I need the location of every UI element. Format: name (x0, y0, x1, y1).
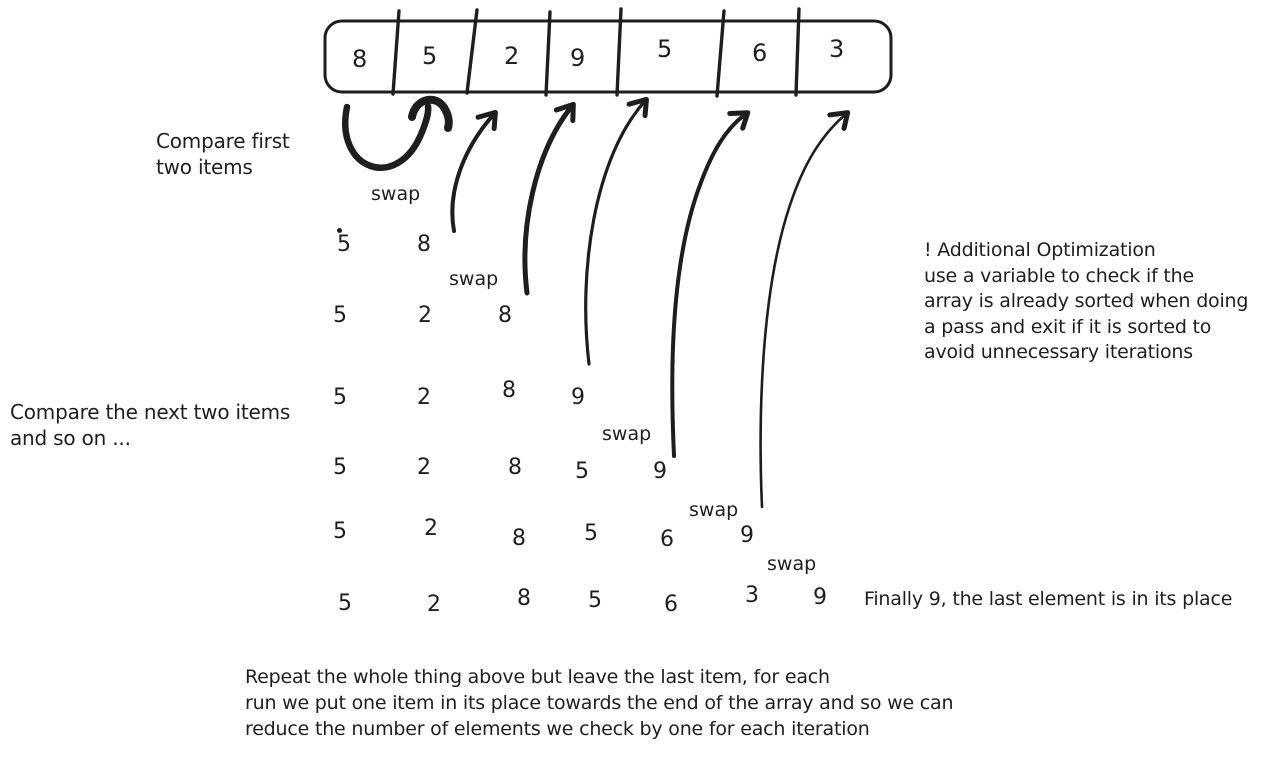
step-number: 8 (502, 378, 516, 403)
array-cell: 2 (504, 42, 520, 70)
array-cell: 8 (352, 45, 368, 73)
step-number: 6 (660, 527, 674, 552)
bubble-up-arrow-3 (522, 101, 576, 296)
step-number: 5 (333, 385, 347, 410)
step-number: 5 (338, 591, 352, 616)
step-number: 2 (424, 516, 438, 541)
step-number: 5 (333, 303, 347, 328)
array-cell-divider (794, 7, 801, 97)
array-cell-divider (715, 9, 726, 98)
step-number: 8 (508, 455, 522, 480)
array-cell-divider (615, 7, 623, 97)
step-number: 5 (575, 459, 589, 484)
step-number: 5 (584, 521, 598, 546)
swap-label: swap (449, 268, 499, 290)
ink-dot (337, 228, 342, 233)
repeat-note: Repeat the whole thing above but leave t… (245, 666, 954, 740)
array-cell: 6 (752, 39, 768, 67)
step-number: 2 (417, 455, 431, 480)
step-number: 2 (417, 385, 431, 410)
array-cell-divider (465, 8, 479, 95)
step-number: 8 (417, 232, 431, 257)
step-number: 9 (571, 385, 585, 410)
compare-next-note: Compare the next two items and so on ... (10, 400, 291, 450)
array-box (323, 19, 893, 94)
step-number: 9 (740, 523, 754, 548)
bubble-up-arrow-2 (450, 109, 498, 233)
swap-label: swap (602, 423, 652, 445)
swap-loop-arrow (342, 95, 453, 171)
step-number: 5 (588, 588, 602, 613)
step-number: 2 (418, 303, 432, 328)
step-number: 6 (664, 592, 678, 617)
swap-label: swap (371, 183, 421, 205)
swap-label: swap (767, 553, 817, 575)
bubble-up-arrow-6 (759, 110, 851, 509)
compare-first-note: Compare first two items (156, 129, 290, 179)
step-number: 5 (333, 519, 347, 544)
array-cell: 9 (570, 44, 586, 72)
array-cell: 3 (829, 35, 845, 63)
bubble-up-arrow-4 (584, 96, 649, 366)
step-number: 8 (517, 586, 531, 611)
array-cell: 5 (657, 35, 673, 63)
step-number: 5 (333, 455, 347, 480)
step-number: 9 (813, 585, 827, 610)
step-number: 2 (427, 592, 441, 617)
array-cell-divider (544, 10, 552, 97)
array-cell-divider (391, 9, 401, 96)
step-number: 3 (745, 583, 759, 608)
step-number: 8 (512, 526, 526, 551)
optimization-note: ! Additional Optimization use a variable… (924, 239, 1249, 363)
step-number: 9 (653, 459, 667, 484)
step-number: 5 (337, 232, 351, 257)
bubble-up-arrow-5 (670, 110, 751, 458)
array-cell: 5 (422, 42, 438, 70)
step-number: 8 (498, 303, 512, 328)
finally-note: Finally 9, the last element is in its pl… (864, 588, 1233, 610)
swap-label: swap (689, 499, 739, 521)
array-cell-dividers (391, 7, 801, 98)
